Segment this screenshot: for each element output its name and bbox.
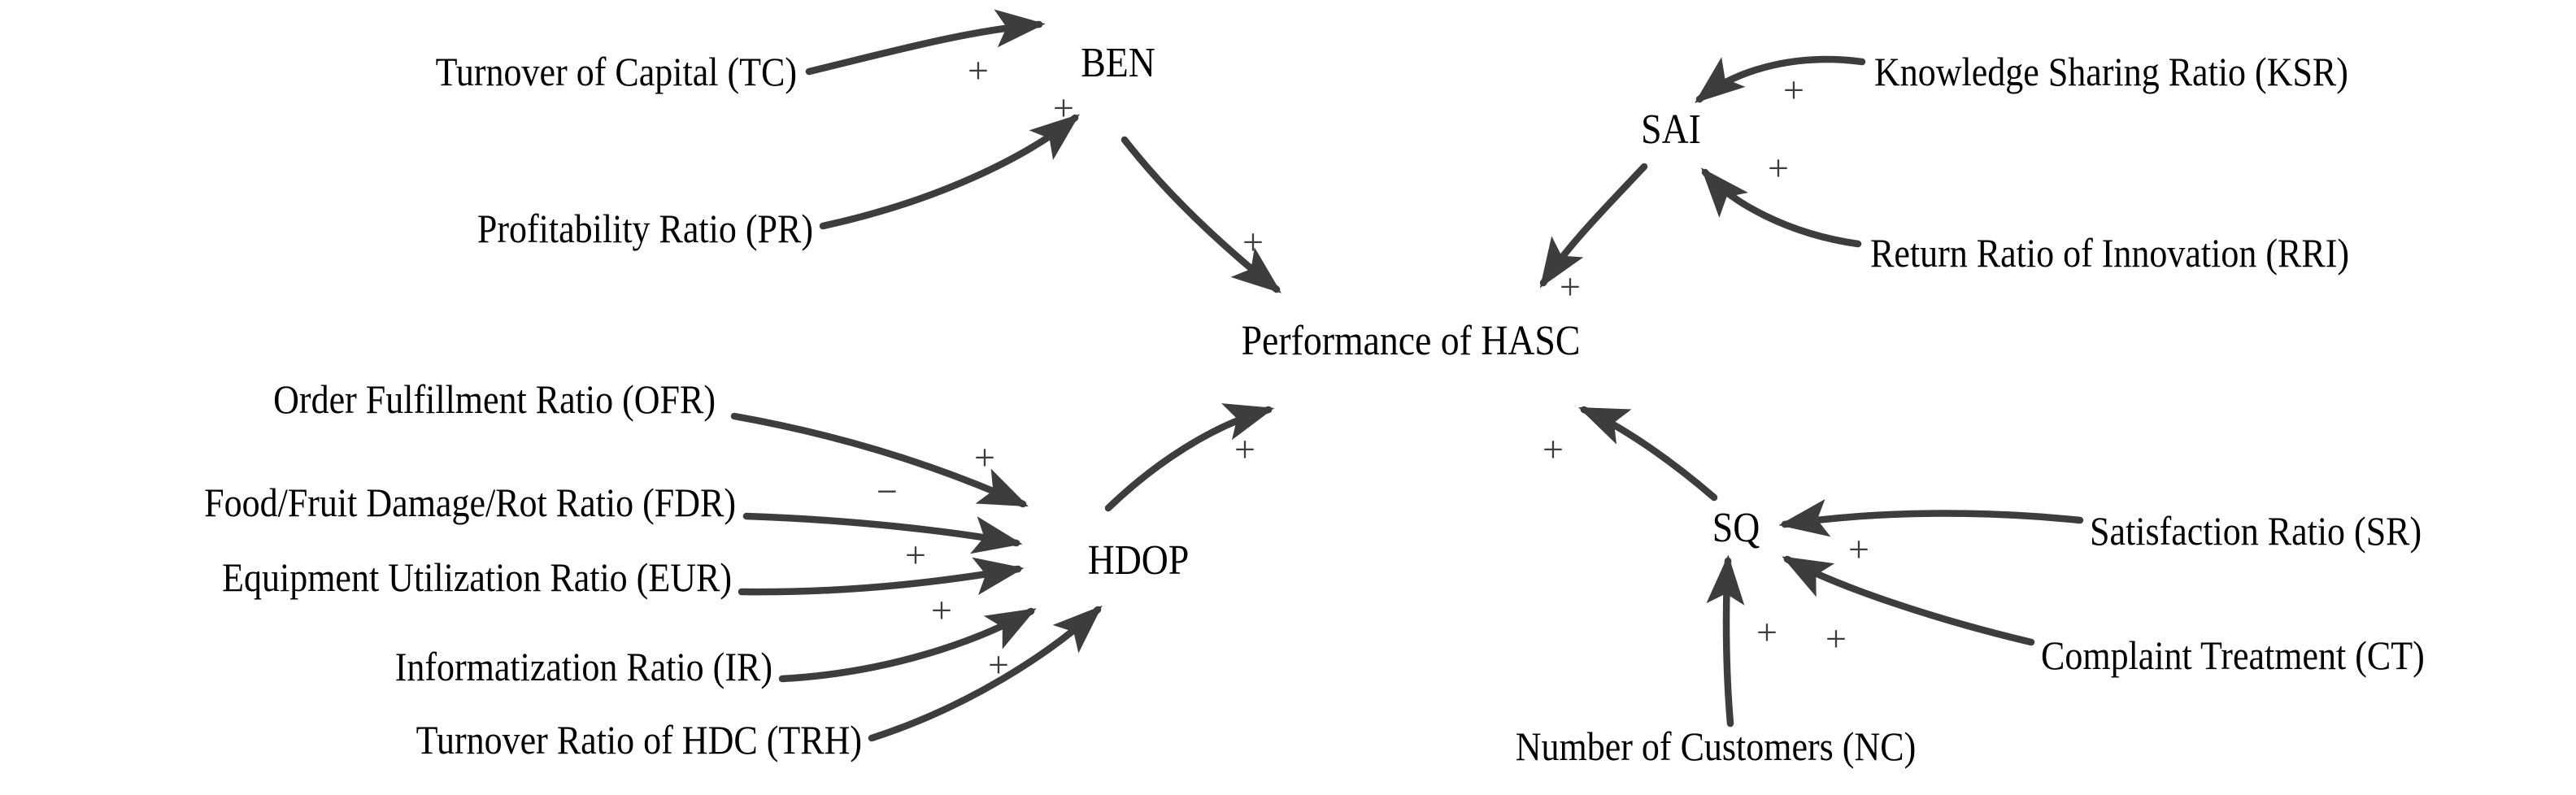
polarity-sign-hdop-perf: + <box>1234 428 1255 470</box>
edge-trh-hdop <box>868 605 1103 742</box>
label-complaint-treatment[interactable]: Complaint Treatment (CT) <box>2041 632 2425 678</box>
edge-hdop-perf <box>1104 403 1275 512</box>
label-equipment-utilization-ratio[interactable]: Equipment Utilization Ratio (EUR) <box>222 554 732 600</box>
edge-ben-perf <box>1120 136 1281 293</box>
label-number-of-customers[interactable]: Number of Customers (NC) <box>1515 723 1917 769</box>
edge-sr-sq <box>1778 498 2084 537</box>
node-sai[interactable]: SAI <box>1641 106 1701 153</box>
polarity-sign-fdr-hdop: − <box>877 471 898 512</box>
edge-sai-perf <box>1539 163 1648 289</box>
polarity-sign-ksr-sai: + <box>1783 69 1804 111</box>
polarity-sign-sr-sq: + <box>1848 528 1869 570</box>
polarity-sign-tc-ben: + <box>968 50 989 91</box>
label-order-fulfillment-ratio[interactable]: Order Fulfillment Ratio (OFR) <box>273 376 716 422</box>
label-turnover-of-capital[interactable]: Turnover of Capital (TC) <box>435 49 797 94</box>
label-satisfaction-ratio[interactable]: Satisfaction Ratio (SR) <box>2090 508 2422 554</box>
edge-tc-ben <box>805 9 1046 76</box>
polarity-sign-trh-hdop: + <box>988 644 1009 685</box>
label-turnover-ratio-of-hdc[interactable]: Turnover Ratio of HDC (TRH) <box>416 717 862 762</box>
edge-ksr-sai <box>1695 55 1866 103</box>
label-informatization-ratio[interactable]: Informatization Ratio (IR) <box>394 644 772 689</box>
node-performance-of-hasc[interactable]: Performance of HASC <box>1241 318 1581 364</box>
edge-ir-hdop <box>778 607 1037 683</box>
polarity-sign-ct-sq: + <box>1825 618 1847 659</box>
polarity-sign-ofr-hdop: + <box>974 437 995 478</box>
label-return-ratio-of-innovation[interactable]: Return Ratio of Innovation (RRI) <box>1870 230 2350 276</box>
label-profitability-ratio[interactable]: Profitability Ratio (PR) <box>476 206 813 251</box>
polarity-sign-nc-sq: + <box>1756 611 1778 653</box>
edge-ct-sq <box>1782 555 2035 646</box>
polarity-sign-sq-perf: + <box>1543 428 1564 470</box>
edge-nc-sq <box>1706 554 1745 728</box>
node-ben[interactable]: BEN <box>1081 40 1155 86</box>
node-sq[interactable]: SQ <box>1712 505 1760 551</box>
polarity-sign-sai-perf: + <box>1560 266 1581 307</box>
edge-fdr-hdop <box>742 512 1023 554</box>
edge-eur-hdop <box>738 557 1025 596</box>
node-hdop[interactable]: HDOP <box>1087 537 1190 584</box>
polarity-sign-ir-hdop: + <box>931 589 952 631</box>
edge-sq-perf <box>1577 406 1718 502</box>
edge-rri-sai <box>1700 167 1862 248</box>
polarity-sign-pr-ben: + <box>1053 87 1074 128</box>
edge-ofr-hdop <box>730 412 1029 508</box>
label-food-fruit-damage-rot-ratio[interactable]: Food/Fruit Damage/Rot Ratio (FDR) <box>204 480 736 525</box>
label-knowledge-sharing-ratio[interactable]: Knowledge Sharing Ratio (KSR) <box>1874 49 2348 94</box>
edge-pr-ben <box>819 114 1080 230</box>
polarity-sign-ben-perf: + <box>1242 221 1264 263</box>
polarity-sign-rri-sai: + <box>1768 147 1789 189</box>
polarity-sign-eur-hdop: + <box>905 534 926 576</box>
